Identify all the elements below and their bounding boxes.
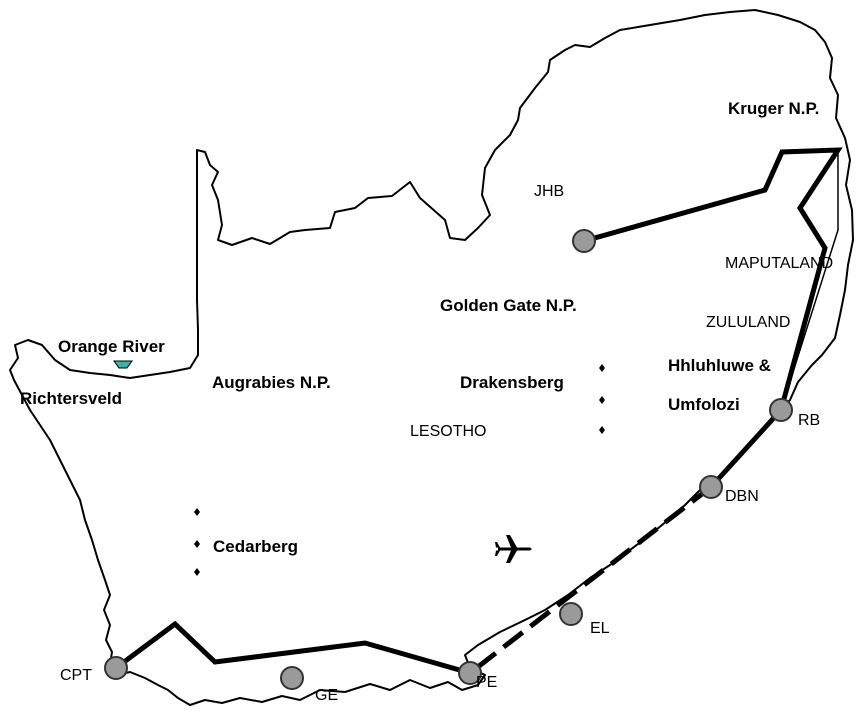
label-augrabies: Augrabies N.P. bbox=[212, 373, 331, 392]
flight-route bbox=[468, 485, 713, 675]
label-cpt: CPT bbox=[60, 667, 92, 684]
label-cedarberg: Cedarberg bbox=[213, 537, 299, 556]
label-kruger: Kruger N.P. bbox=[728, 99, 820, 118]
label-dbn: DBN bbox=[725, 488, 759, 505]
airplane-icon bbox=[495, 535, 532, 563]
label-ge: GE bbox=[315, 687, 339, 704]
label-golden-gate: Golden Gate N.P. bbox=[440, 296, 577, 315]
stop-marker-rb bbox=[769, 398, 793, 422]
label-richtersveld: Richtersveld bbox=[20, 389, 123, 408]
label-orange-river: Orange River bbox=[58, 337, 165, 356]
stop-marker-ge bbox=[280, 666, 304, 690]
diamond-icon bbox=[194, 364, 605, 576]
label-hhluhluwe: Hhluhluwe & bbox=[668, 356, 771, 375]
secondary-route bbox=[780, 150, 839, 411]
label-maputaland: MAPUTALAND bbox=[725, 255, 834, 272]
label-pe: PE bbox=[476, 674, 498, 691]
stop-marker-cpt bbox=[104, 656, 128, 680]
label-el: EL bbox=[590, 620, 610, 637]
stop-marker-pe bbox=[458, 661, 482, 685]
label-drakensberg: Drakensberg bbox=[460, 373, 564, 392]
label-rb: RB bbox=[798, 412, 821, 429]
label-jhb: JHB bbox=[534, 183, 565, 200]
road-route-south bbox=[114, 620, 471, 676]
label-zululand: ZULULAND bbox=[706, 314, 791, 331]
stop-marker-el bbox=[559, 602, 583, 626]
label-umfolozi: Umfolozi bbox=[668, 395, 740, 414]
arrow-down-icon bbox=[113, 360, 133, 369]
road-route-coast bbox=[709, 408, 783, 489]
stop-marker-jhb bbox=[572, 229, 596, 253]
stop-marker-dbn bbox=[699, 475, 723, 499]
label-lesotho: LESOTHO bbox=[410, 423, 487, 440]
